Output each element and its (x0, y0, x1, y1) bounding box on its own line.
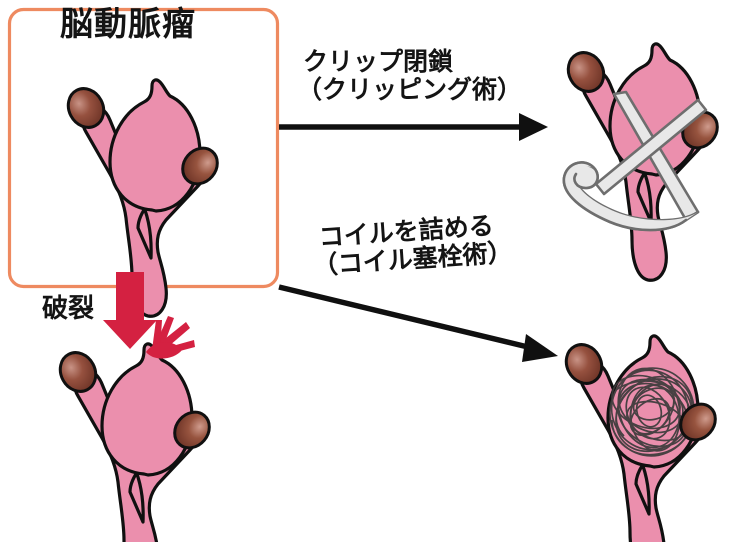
clip-arrow-label-line2: （クリッピング術） (297, 75, 523, 104)
vessel-clipped (562, 42, 719, 282)
coil-arrow (278, 284, 558, 362)
rupture-label: 破裂 (42, 294, 95, 324)
clip-arrow (279, 113, 548, 141)
vessel-tip-right (679, 402, 717, 442)
vessel-ruptured (58, 316, 211, 542)
vessel-tip-right (181, 146, 219, 186)
aneurysm-dome (100, 342, 194, 477)
vessel-tip-left (566, 51, 606, 93)
surgical-clip (562, 90, 708, 232)
rupture-burst (146, 316, 195, 359)
clip-blade-lower (594, 98, 708, 196)
vessel-tip-left (66, 87, 106, 129)
clip-arrow-label-line1: クリップ閉鎖 (303, 47, 454, 76)
aneurysm-dome (108, 78, 202, 213)
vessel-tip-right (173, 410, 211, 450)
vessel-coiled (564, 334, 717, 542)
rupture-arrow (103, 272, 157, 349)
vessel-untreated (66, 78, 219, 318)
clip-arrow-label: クリップ閉鎖 （クリッピング術） (297, 47, 522, 104)
clip-spring-outline (562, 161, 688, 232)
page-title: 脳動脈瘤 (60, 4, 196, 43)
vessel-tip-left (564, 343, 604, 385)
vessel-tip-left (58, 351, 98, 393)
